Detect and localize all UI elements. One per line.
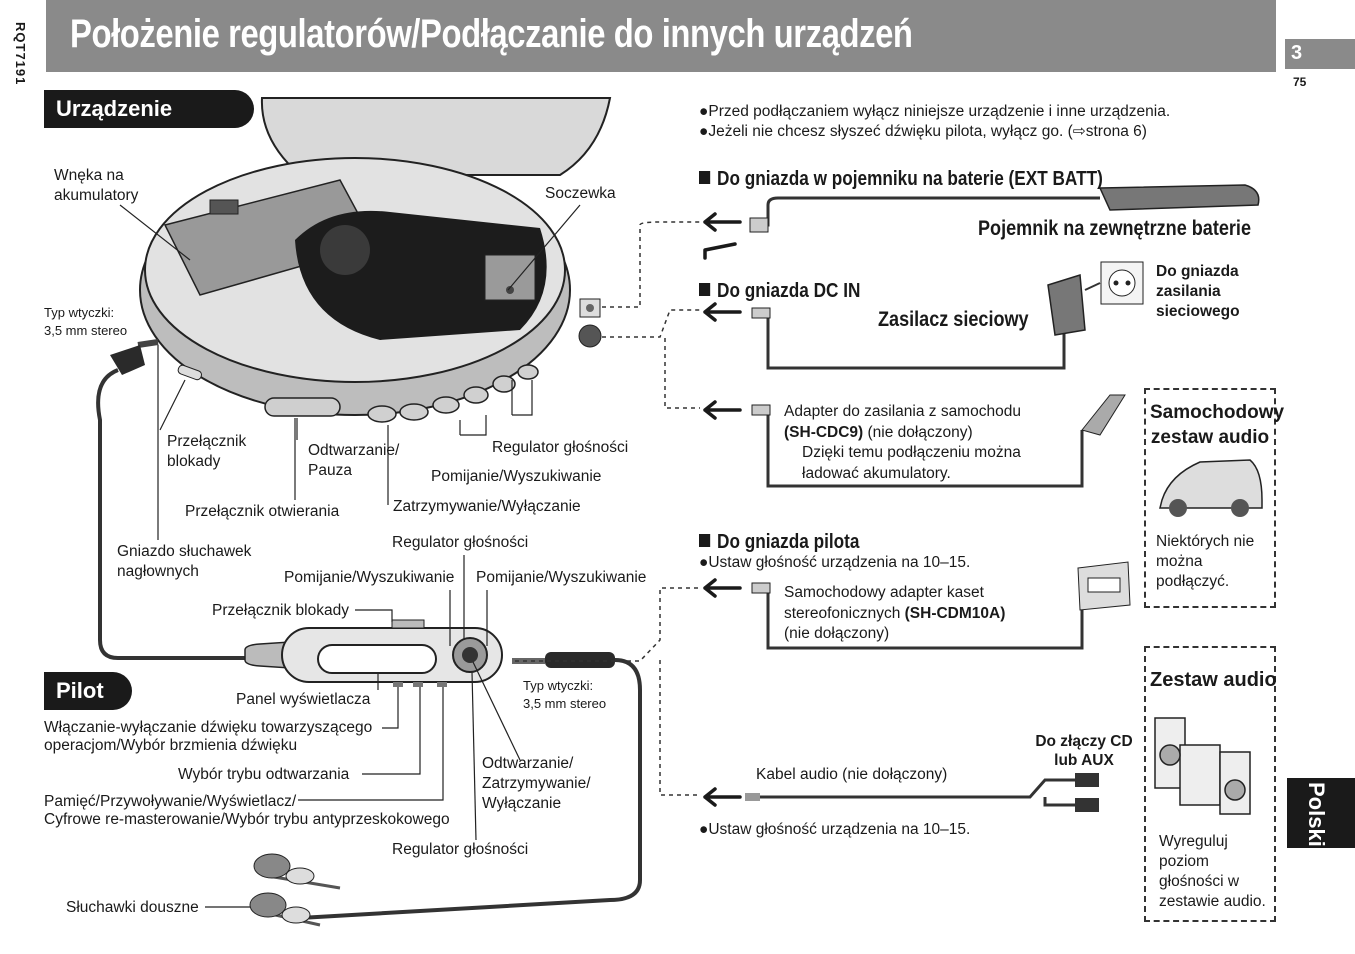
label-headphone-jack: Gniazdo słuchawek nagłownych <box>117 543 252 580</box>
main-unit-leaders <box>119 204 581 505</box>
label-beep: Włączanie-wyłączanie dźwięku towarzysząc… <box>44 719 373 754</box>
car-adapter <box>1081 394 1126 436</box>
label-remote-skip-right: Pomijanie/Wyszukiwanie <box>476 569 647 586</box>
lock-switch <box>177 364 203 381</box>
label-cassette-line2: stereofonicznych (SH-CDM10A) <box>784 605 1006 622</box>
page-number: 3 <box>1291 42 1303 64</box>
remote-center-button <box>462 647 478 663</box>
label-plug-type-remote: Typ wtyczki: 3,5 mm stereo <box>523 678 607 711</box>
spindle <box>320 225 370 275</box>
car-adapter-cable <box>766 410 1084 488</box>
car-adapter-plug <box>751 404 771 416</box>
label-cd-aux: Do złączy CD lub AUX <box>1035 733 1133 769</box>
dashed-connectors <box>515 221 700 796</box>
language-tab-label: Polski <box>1304 782 1329 847</box>
label-volume-main: Regulator głośności <box>492 439 629 456</box>
remote-bottom-buttons <box>393 682 447 687</box>
label-car-adapter-line4: ładować akumulatory. <box>802 465 951 482</box>
label-battery-case: Pojemnik na zewnętrzne baterie <box>978 217 1251 240</box>
car-audio-note: Niektórych nie można podłączyć. <box>1156 533 1255 590</box>
note-volume-remote: ●Ustaw głośność urządzenia na 10–15. <box>699 554 971 571</box>
label-lock-switch: Przełącznik blokady <box>167 433 247 470</box>
car-audio-box <box>1144 388 1276 608</box>
rca-plug-2 <box>1075 798 1099 812</box>
remote-lock-switch <box>391 619 425 629</box>
dc-cable <box>766 312 1066 370</box>
car-audio-title: Samochodowy zestaw audio <box>1150 402 1285 448</box>
page-title: Położenie regulatorów/Podłączanie do inn… <box>70 12 913 56</box>
connection-arrows <box>703 212 742 807</box>
language-tab <box>1287 778 1355 848</box>
label-open-switch: Przełącznik otwierania <box>185 503 340 520</box>
note-remote-beep: ●Jeżeli nie chcesz słyszeć dźwięku pilot… <box>699 123 1147 140</box>
label-cassette-line3: (nie dołączony) <box>784 625 890 642</box>
label-battery-compartment: Wnęka na akumulatory <box>54 167 139 204</box>
document-code: RQT7191 <box>13 22 28 86</box>
dc-in-jack-icon <box>578 324 602 348</box>
title-bar <box>46 0 1276 72</box>
plug-body <box>110 345 145 375</box>
label-remote-volume-top: Regulator głośności <box>392 534 529 551</box>
label-car-adapter-line3: Dzięki temu podłączeniu można <box>802 444 1021 461</box>
label-audio-cable: Kabel audio (nie dołączony) <box>756 766 948 783</box>
ext-batt-cable <box>760 196 1100 227</box>
section-remote-jack: Do gniazda pilota <box>699 531 859 554</box>
label-memory: Pamięć/Przywoływanie/Wyświetlacz/ Cyfrow… <box>44 793 450 828</box>
car-adapter-model: (SH-CDC9) <box>784 424 864 441</box>
page-number-box <box>1285 39 1355 69</box>
remote-cable-out <box>299 658 642 920</box>
remote-plug <box>545 652 615 668</box>
dc-plug <box>751 307 771 319</box>
label-display-panel: Panel wyświetlacza <box>236 691 371 708</box>
open-switch <box>264 397 341 417</box>
label-earphones: Słuchawki douszne <box>66 899 199 916</box>
label-play-stop: Odtwarzanie/ Zatrzymywanie/ Wyłączanie <box>482 755 591 812</box>
label-remote-skip-left: Pomijanie/Wyszukiwanie <box>284 569 455 586</box>
front-buttons <box>367 364 539 423</box>
plug-tip <box>137 339 159 348</box>
label-car-adapter-line2: (SH-CDC9) (nie dołączony) <box>784 424 973 441</box>
battery-latch <box>209 199 239 215</box>
label-play-pause: Odtwarzanie/ Pauza <box>308 442 400 479</box>
label-skip-search-main: Pomijanie/Wyszukiwanie <box>431 468 602 485</box>
remote-heading: Pilot <box>44 672 132 710</box>
label-car-adapter-line1: Adapter do zasilania z samochodu <box>784 403 1021 420</box>
remote-leaders <box>205 555 521 908</box>
label-ac-adapter: Zasilacz sieciowy <box>878 308 1029 331</box>
car-illustration <box>1159 459 1263 517</box>
ext-batt-plug <box>749 217 769 233</box>
note-volume-audio: ●Ustaw głośność urządzenia na 10–15. <box>699 821 971 838</box>
audio-set-adjust-note: Wyreguluj poziom głośności w zestawie au… <box>1159 833 1266 910</box>
battery-case <box>1098 184 1260 211</box>
label-stop-off: Zatrzymywanie/Wyłączanie <box>393 498 581 515</box>
earphones <box>249 853 341 927</box>
rca-plug-1 <box>1075 773 1099 787</box>
label-play-mode: Wybór trybu odtwarzania <box>178 766 350 783</box>
label-lens: Soczewka <box>545 185 616 202</box>
stereo-illustration <box>1154 717 1251 815</box>
player-lid <box>260 97 612 176</box>
cassette-plug <box>751 582 771 594</box>
label-plug-type-main: Typ wtyczki: 3,5 mm stereo <box>44 305 128 338</box>
audio-set-box <box>1144 646 1276 922</box>
ac-adapter <box>1047 274 1086 336</box>
note-turn-off: ●Przed podłączaniem wyłącz niniejsze urz… <box>699 103 1171 120</box>
label-remote-volume-bottom: Regulator głośności <box>392 841 529 858</box>
label-cassette-line1: Samochodowy adapter kaset <box>784 584 984 601</box>
cassette-cable <box>766 588 1084 650</box>
label-wall-outlet: Do gniazda zasilania sieciowego <box>1156 263 1240 320</box>
remote-cable <box>96 368 255 660</box>
audio-set-title: Zestaw audio <box>1150 669 1277 691</box>
page-sub-number: 75 <box>1293 75 1307 89</box>
section-dc-in: Do gniazda DC IN <box>699 280 860 303</box>
cassette-model: (SH-CDM10A) <box>904 605 1006 622</box>
label-remote-lock-switch: Przełącznik blokady <box>212 602 349 619</box>
main-unit-heading: Urządzenie główne <box>44 90 254 159</box>
remote-display <box>317 644 437 674</box>
audio-cable <box>758 778 1075 807</box>
lens <box>506 286 514 294</box>
audio-cable-mini-plug <box>745 793 760 801</box>
section-ext-batt: Do gniazda w pojemniku na baterie (EXT B… <box>699 168 1103 191</box>
